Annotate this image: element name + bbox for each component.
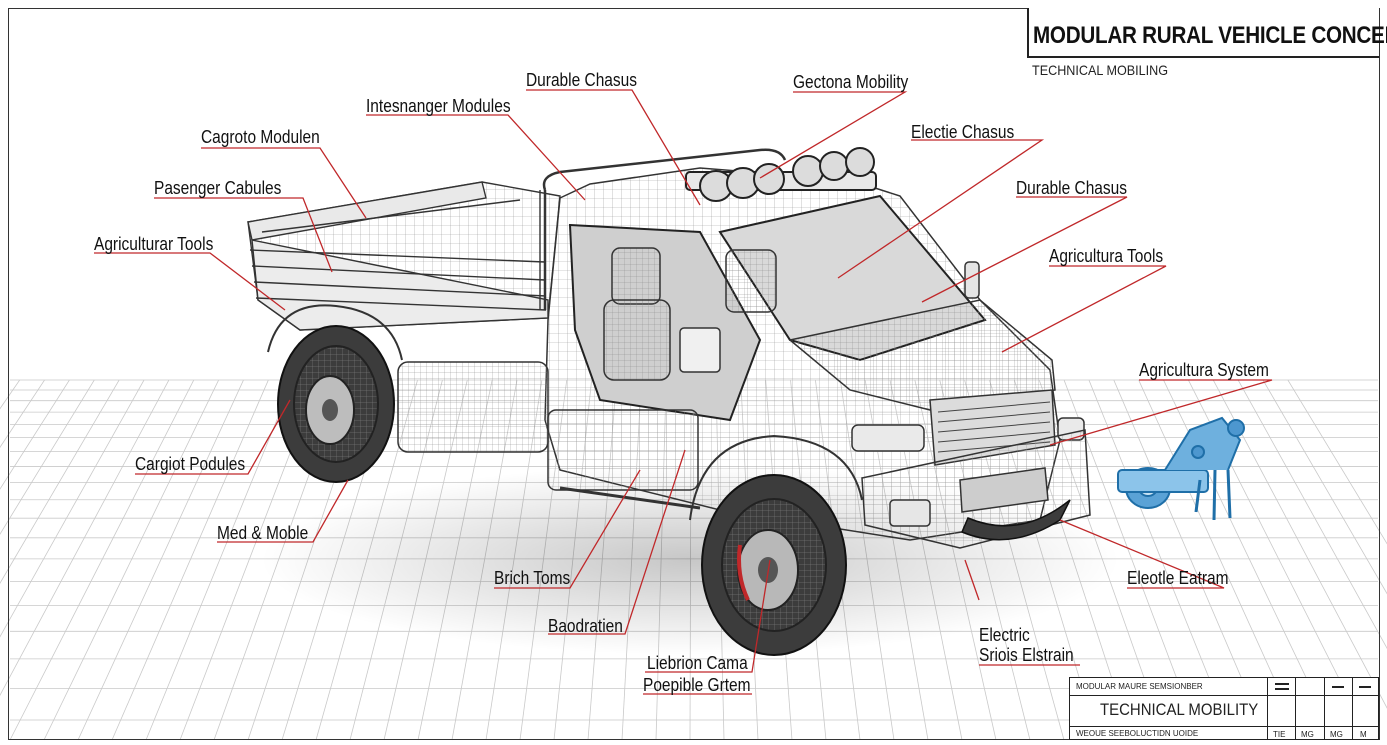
callout-intesnanger-modules: Intesnanger Modules	[366, 96, 511, 116]
callout-eleotle-eatram: Eleotle Eatram	[1127, 568, 1229, 588]
callout-brich-toms: Brich Toms	[494, 568, 571, 588]
callout-liebrion-line-2: Poepible Grtem	[643, 675, 751, 695]
tb-cell-3: MG	[1330, 730, 1343, 739]
page-title: MODULAR RURAL VEHICLE CONCEPT	[1033, 22, 1387, 49]
callout-med-moble: Med & Moble	[217, 523, 309, 543]
title-block-table: MODULAR MAURE SEMSIONBER TECHNICAL MOBIL…	[1069, 677, 1379, 740]
tb-cell-2: MG	[1301, 730, 1314, 739]
callout-electie-chasus: Electie Chasus	[911, 122, 1015, 142]
tb-main-text: TECHNICAL MOBILITY	[1100, 700, 1259, 719]
callout-durable-chasus-right: Durable Chasus	[1016, 178, 1128, 198]
wheel-front-right	[961, 499, 1071, 541]
leader-lines	[94, 89, 1273, 695]
callout-electric-line-2: Sriois Elstrain	[979, 645, 1074, 665]
callout-cargiot-podules: Cargiot Podules	[135, 454, 246, 474]
drawing-sheet-border	[8, 8, 1380, 740]
cargo-bed	[247, 181, 561, 331]
tb-cell-4: M	[1360, 730, 1367, 739]
callout-electric-line-1: Electric	[979, 625, 1030, 645]
side-tanks	[397, 361, 701, 510]
callout-agriculturar-tools: Agriculturar Tools	[94, 234, 214, 254]
callout-durable-chasus-top: Durable Chasus	[526, 70, 638, 90]
callout-agricultura-system: Agricultura System	[1139, 360, 1269, 380]
callout-agricultura-tools: Agricultura Tools	[1049, 246, 1164, 266]
page-subtitle: TECHNICAL MOBILING	[1032, 62, 1169, 78]
fenders	[267, 304, 863, 521]
title-block	[1027, 8, 1379, 58]
callout-gectona-mobility: Gectona Mobility	[793, 72, 909, 92]
callout-cagroto-modulen: Cagroto Modulen	[201, 127, 320, 147]
tb-top-text: MODULAR MAURE SEMSIONBER	[1076, 682, 1203, 691]
tb-bottom-text: WEOUE SEEBOLUCTIDN UOIDE	[1076, 729, 1199, 738]
tb-cell-1: TIE	[1273, 730, 1286, 739]
callout-baodratien: Baodratien	[548, 616, 623, 636]
callout-pasenger-cabules: Pasenger Cabules	[154, 178, 282, 198]
callout-liebrion-line-1: Liebrion Cama	[647, 653, 748, 673]
agricultural-attachment	[1117, 416, 1245, 521]
wheel-rear	[277, 325, 395, 483]
